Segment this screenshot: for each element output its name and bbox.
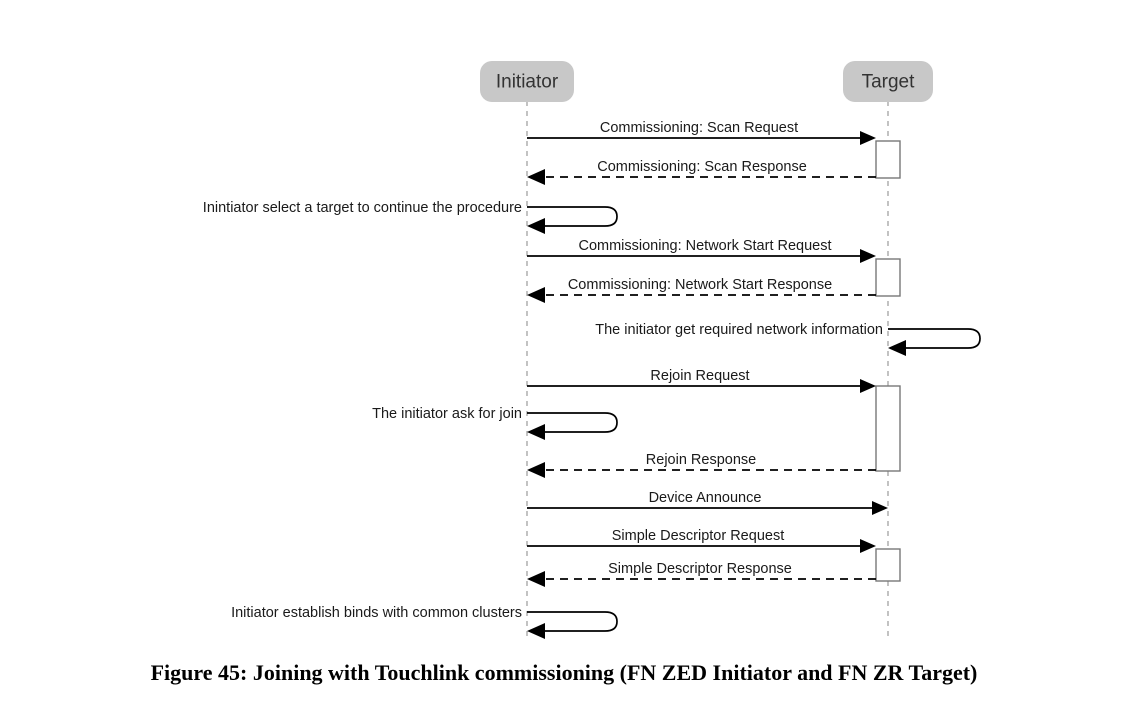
message-label: Device Announce xyxy=(649,490,762,506)
arrowhead-right xyxy=(860,249,876,263)
activation-box-simple-descriptor xyxy=(875,548,901,582)
arrowhead-left xyxy=(527,169,545,185)
arrowhead-right xyxy=(860,539,876,553)
message-label: Simple Descriptor Request xyxy=(612,528,784,544)
participant-label-initiator: Initiator xyxy=(496,72,559,93)
message-initiator-ask-for-join[interactable]: The initiator ask for join xyxy=(372,406,618,440)
activation-box-scan xyxy=(875,140,901,179)
arrowhead-left xyxy=(527,424,545,440)
message-label: Initiator establish binds with common cl… xyxy=(231,605,522,621)
arrowhead-left xyxy=(527,571,545,587)
message-commissioning-network-start-request[interactable]: Commissioning: Network Start Request xyxy=(527,238,876,263)
arrowhead-left xyxy=(527,623,545,639)
activation-group xyxy=(875,140,901,582)
message-simple-descriptor-request[interactable]: Simple Descriptor Request xyxy=(527,528,876,553)
message-label: Commissioning: Network Start Response xyxy=(568,277,832,293)
activation-box-network-start xyxy=(875,258,901,297)
arrowhead-left xyxy=(527,462,545,478)
self-loop-path xyxy=(527,206,618,227)
message-label: Commissioning: Scan Request xyxy=(600,120,798,136)
message-initiator-select-target[interactable]: Inintiator select a target to continue t… xyxy=(203,200,618,234)
arrowhead-right xyxy=(860,131,876,145)
message-label: Commissioning: Scan Response xyxy=(597,159,807,175)
arrowhead-left xyxy=(888,340,906,356)
message-rejoin-request[interactable]: Rejoin Request xyxy=(527,368,876,393)
message-label: Simple Descriptor Response xyxy=(608,561,792,577)
message-commissioning-network-start-response[interactable]: Commissioning: Network Start Response xyxy=(527,277,876,303)
message-initiator-get-network-information[interactable]: The initiator get required network infor… xyxy=(595,322,981,356)
message-device-announce[interactable]: Device Announce xyxy=(527,490,888,515)
message-label: Rejoin Response xyxy=(646,452,756,468)
message-label: The initiator ask for join xyxy=(372,406,522,422)
participant-box-target[interactable] xyxy=(843,61,933,102)
arrowhead-left xyxy=(527,218,545,234)
activation-box-rejoin xyxy=(875,385,901,472)
message-commissioning-scan-request[interactable]: Commissioning: Scan Request xyxy=(527,120,876,145)
self-loop-path xyxy=(888,328,981,349)
self-loop-path xyxy=(527,611,618,632)
participant-target[interactable]: Target xyxy=(843,61,933,102)
self-loop-path xyxy=(527,412,618,433)
message-commissioning-scan-response[interactable]: Commissioning: Scan Response xyxy=(527,159,876,185)
message-label: Commissioning: Network Start Request xyxy=(578,238,831,254)
participant-label-target: Target xyxy=(862,72,916,93)
figure-caption: Figure 45: Joining with Touchlink commis… xyxy=(150,660,978,685)
message-initiator-establish-binds[interactable]: Initiator establish binds with common cl… xyxy=(231,605,618,639)
arrowhead-right xyxy=(872,501,888,515)
message-label: Rejoin Request xyxy=(650,368,749,384)
message-label: The initiator get required network infor… xyxy=(595,322,883,338)
arrowhead-right xyxy=(860,379,876,393)
message-simple-descriptor-response[interactable]: Simple Descriptor Response xyxy=(527,561,876,587)
arrowhead-left xyxy=(527,287,545,303)
participant-box-initiator[interactable] xyxy=(480,61,574,102)
message-label: Inintiator select a target to continue t… xyxy=(203,200,522,216)
participant-initiator[interactable]: Initiator xyxy=(480,61,574,102)
message-rejoin-response[interactable]: Rejoin Response xyxy=(527,452,876,478)
